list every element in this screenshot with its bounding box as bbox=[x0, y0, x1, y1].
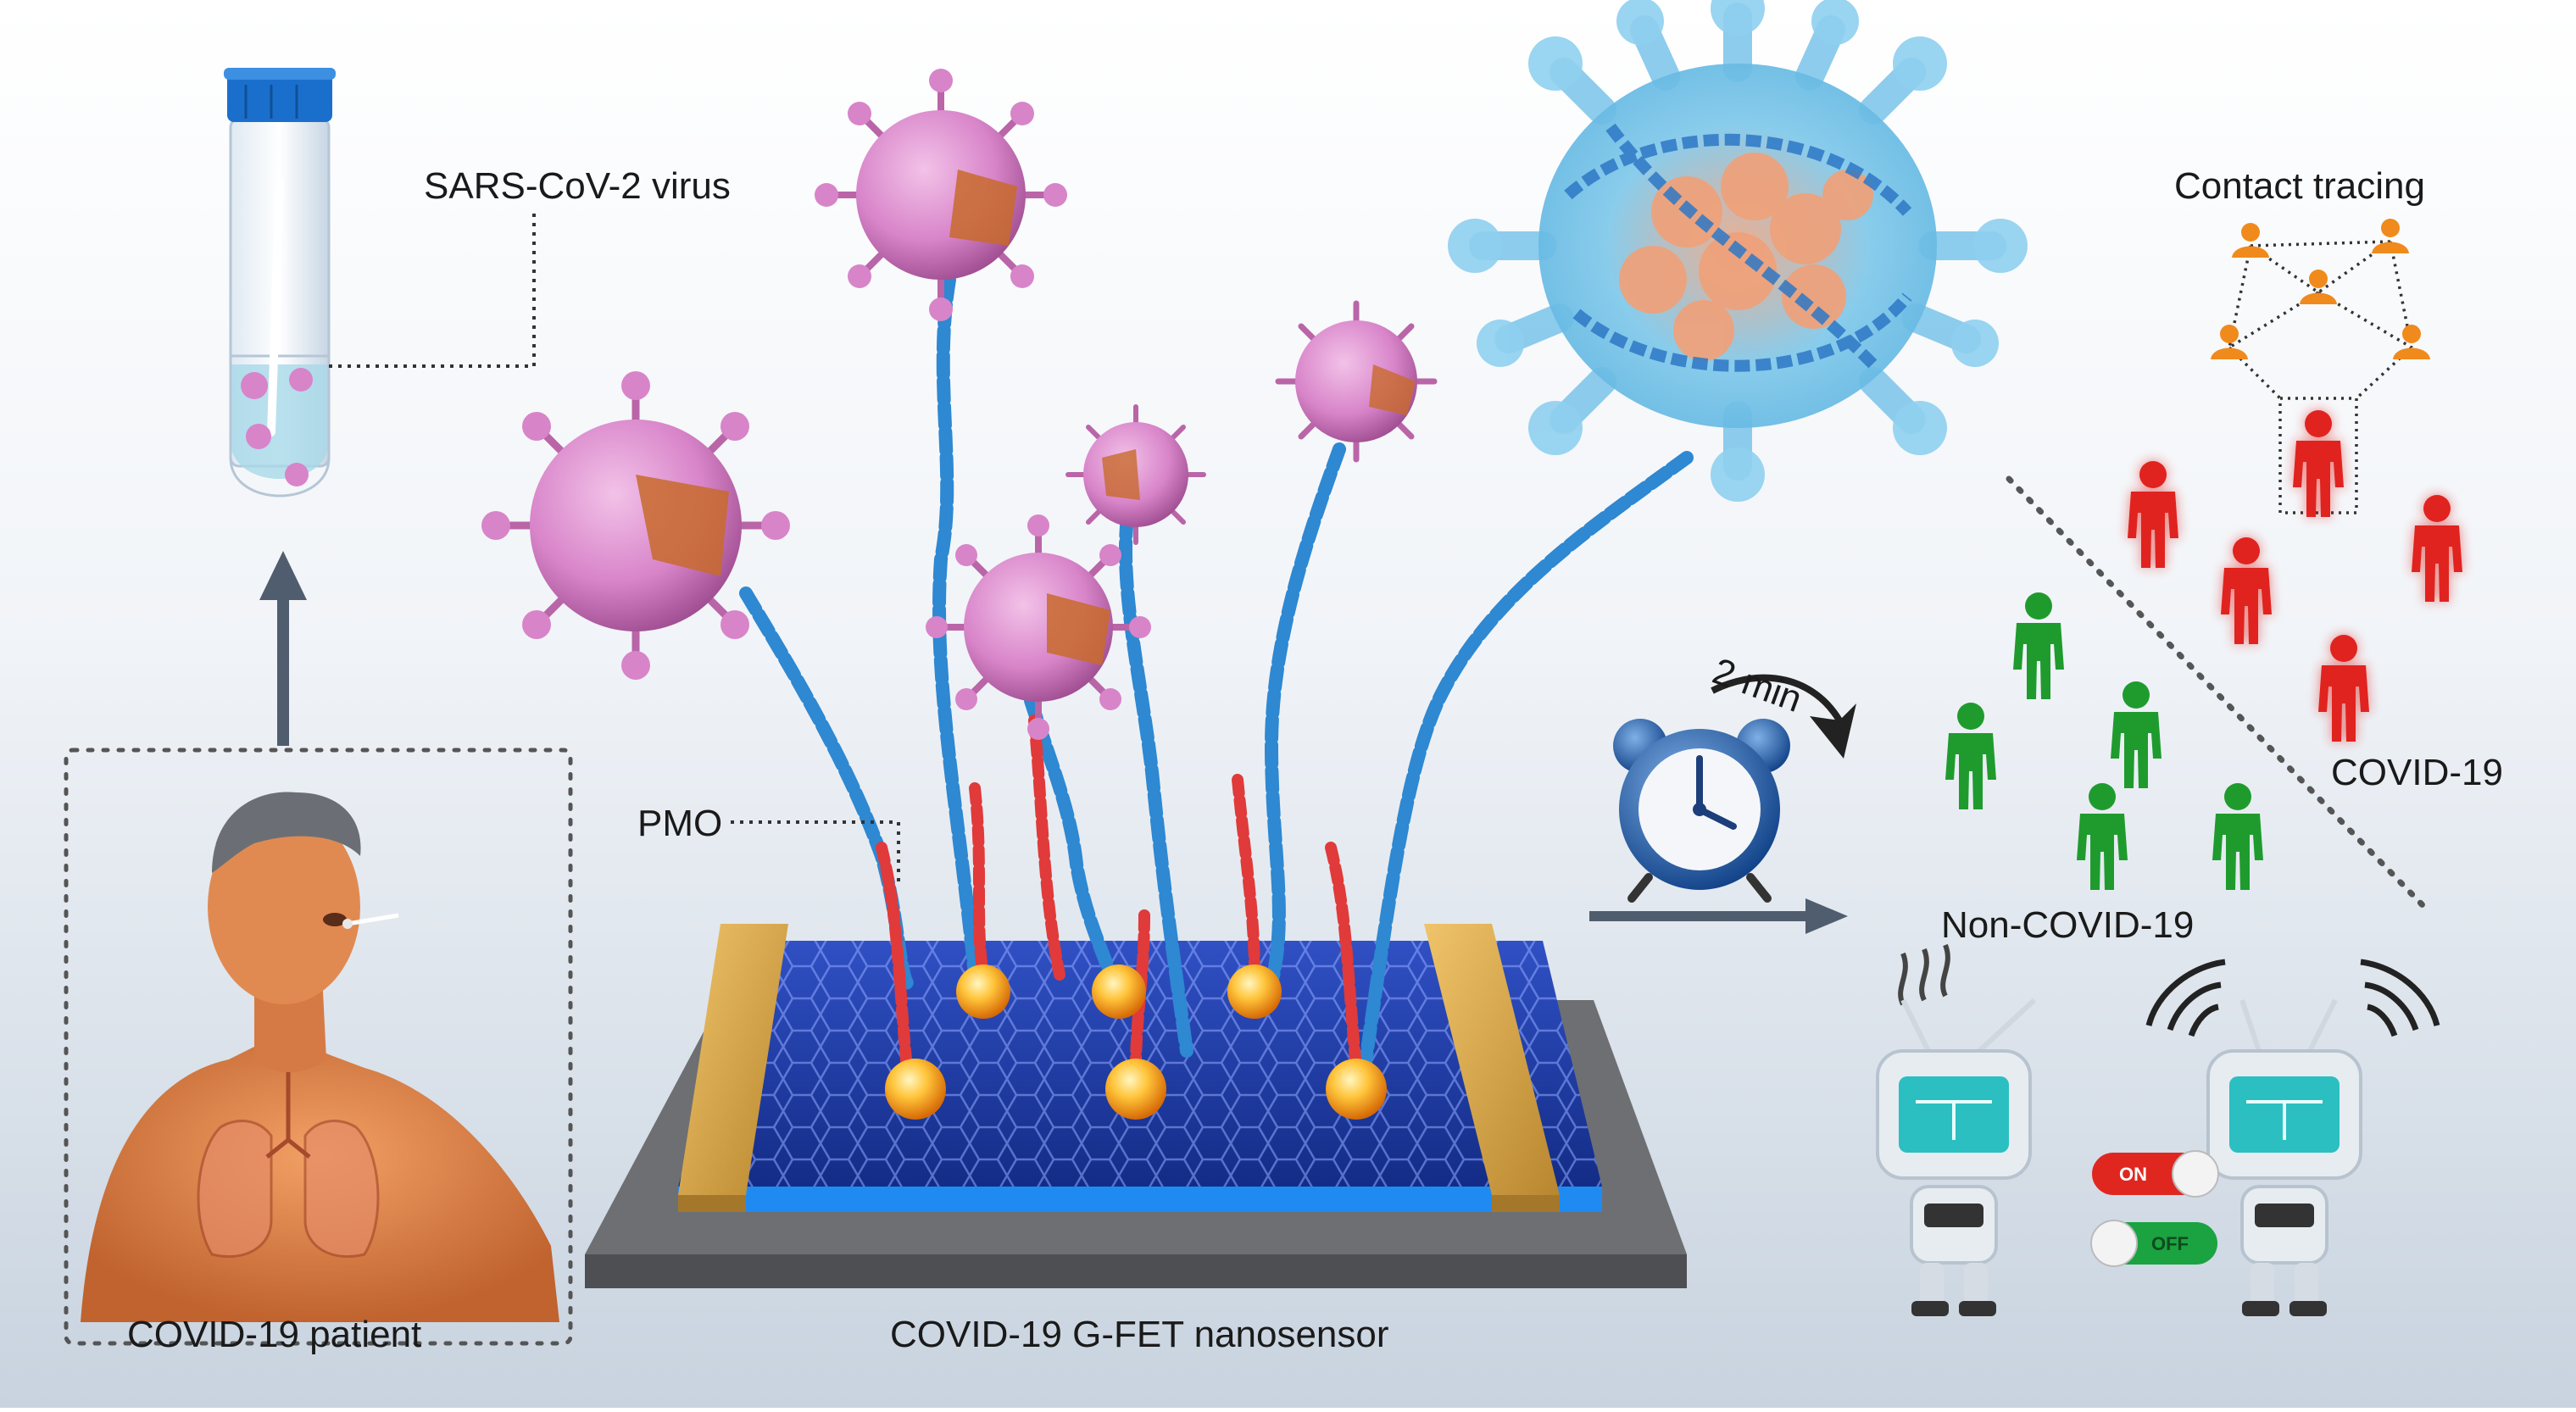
up-arrow bbox=[259, 551, 307, 746]
gold-nanoparticles bbox=[885, 964, 1387, 1120]
person-icon bbox=[2412, 495, 2462, 602]
person-icon bbox=[2013, 592, 2064, 699]
pmo-callout-line bbox=[731, 820, 900, 881]
person-icon bbox=[2293, 410, 2344, 517]
person-icon bbox=[2212, 783, 2263, 890]
virus-label: SARS-CoV-2 virus bbox=[424, 165, 731, 207]
virus-callout-line bbox=[329, 212, 536, 368]
zoomed-virus bbox=[1448, 0, 2028, 502]
person-icon bbox=[1945, 703, 1996, 809]
covid-label: COVID-19 bbox=[2331, 752, 2503, 793]
non-covid-people bbox=[1945, 592, 2263, 890]
switch-on bbox=[2092, 1150, 2219, 1198]
pmo-label: PMO bbox=[637, 803, 723, 844]
dna-strands bbox=[739, 273, 1694, 1075]
non-covid-label: Non-COVID-19 bbox=[1941, 904, 2195, 946]
contact-tracing-network bbox=[2211, 219, 2430, 514]
test-tube bbox=[224, 68, 336, 498]
virus-particles bbox=[481, 69, 1438, 740]
person-icon bbox=[2111, 681, 2162, 788]
patient-illustration bbox=[81, 792, 559, 1322]
switch-on-label: ON bbox=[2119, 1164, 2147, 1185]
time-arrow bbox=[1589, 898, 1848, 934]
electrode-left bbox=[678, 924, 788, 1212]
person-icon bbox=[2221, 537, 2272, 644]
person-icon bbox=[2128, 461, 2178, 568]
patient-box bbox=[64, 748, 573, 1346]
sensor-label: COVID-19 G-FET nanosensor bbox=[890, 1314, 1389, 1355]
person-icon bbox=[2318, 635, 2369, 742]
person-icon bbox=[2077, 783, 2128, 890]
contact-tracing-label: Contact tracing bbox=[2174, 165, 2425, 207]
switch-off-label: OFF bbox=[2151, 1233, 2189, 1254]
covid-people bbox=[2128, 410, 2462, 742]
dotted-divider bbox=[2006, 475, 2428, 910]
electrode-right bbox=[1424, 924, 1560, 1212]
switch-off bbox=[2090, 1220, 2217, 1267]
alarm-clock bbox=[1613, 674, 1856, 903]
robot-signaling bbox=[2145, 959, 2440, 1316]
robot-sleeping bbox=[1876, 943, 2037, 1316]
patient-label: COVID-19 patient bbox=[127, 1314, 422, 1355]
